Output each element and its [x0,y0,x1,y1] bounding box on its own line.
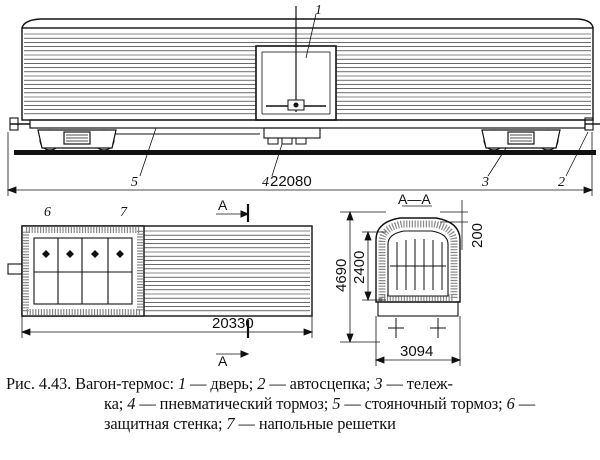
underframe [29,119,586,129]
bogie-left [37,129,117,151]
caption-line-1: Рис. 4.43. Вагон-термос: 1 — дверь; 2 — … [6,374,453,393]
callout-4: 4 [262,175,269,190]
caption-line-3: защитная стенка; 7 — напольные решетки [104,414,396,433]
cross-section [340,200,468,366]
bogie-right [481,129,561,151]
callout-5: 5 [131,175,138,190]
dimension-roof: 200 [469,223,486,248]
callout-7: 7 [120,205,128,220]
callout-6: 6 [44,205,51,220]
section-title: А—А [398,191,431,207]
caption-line-2: ка; 4 — пневматический тормоз; 5 — стоян… [104,394,536,413]
dimension-body-length-value: 20330 [212,315,254,332]
figure-caption: Рис. 4.43. Вагон-термос: 1 — дверь; 2 — … [6,374,594,434]
callout-3: 3 [481,175,489,190]
section-mark-top: А [218,197,228,213]
plan-view [7,204,314,358]
grating-marks [42,250,124,258]
dimension-car-length-value: 22080 [270,173,312,190]
dimension-total-height: 4690 [333,259,350,292]
callout-2: 2 [558,175,565,190]
dimension-car-length [6,132,594,196]
side-view [6,6,600,196]
air-brake [263,127,321,139]
rail [14,150,596,155]
callout-1: 1 [315,3,322,18]
floor-gratings [33,237,133,305]
dimension-inner-height: 2400 [351,251,368,284]
plan-siding [144,230,310,312]
dimension-body-length [20,316,314,338]
dimension-width: 3094 [400,343,433,360]
car-roof [21,18,594,29]
section-mark-bottom: А [218,353,228,369]
